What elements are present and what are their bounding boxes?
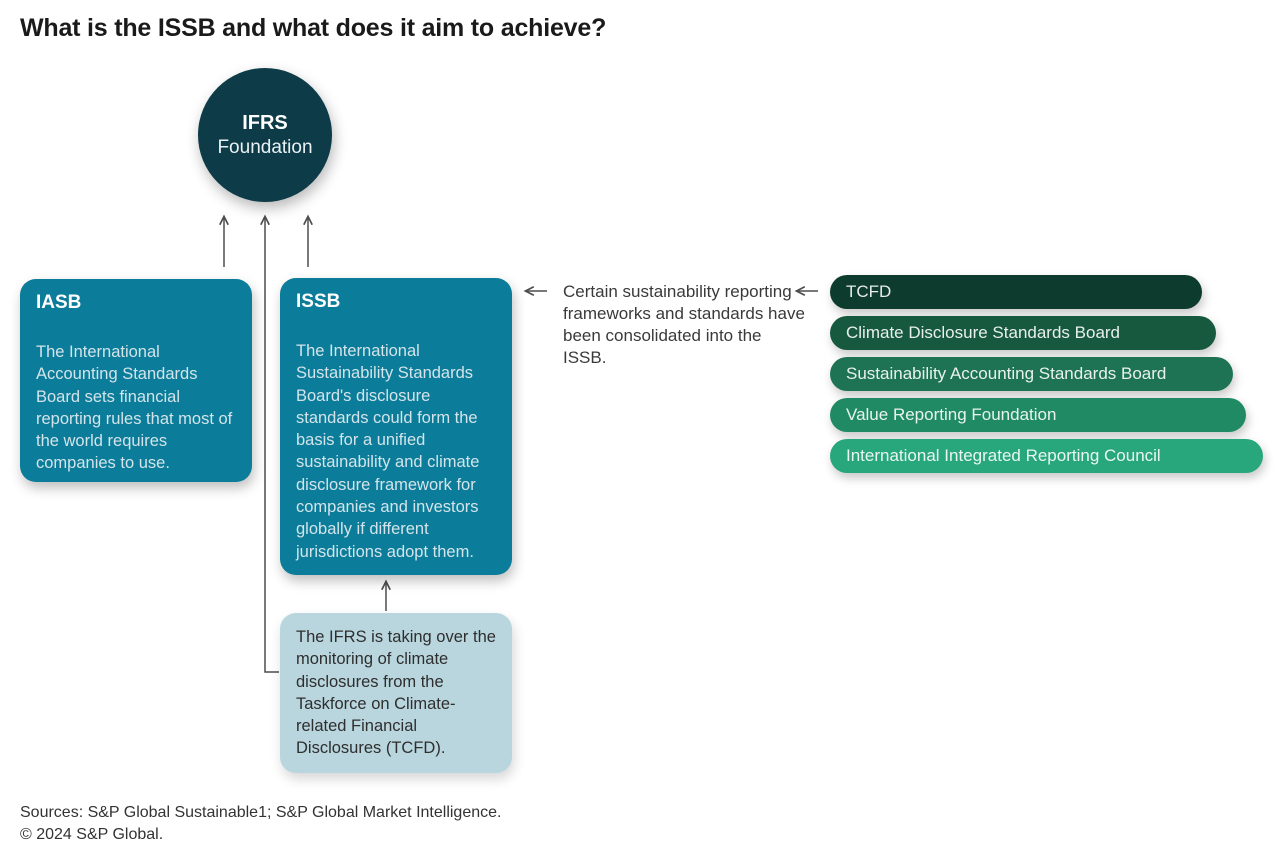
issb-box-title: ISSB: [296, 291, 341, 312]
ifrs-foundation-node: IFRS Foundation: [198, 68, 332, 202]
footer: Sources: S&P Global Sustainable1; S&P Gl…: [20, 802, 501, 845]
pill-international-integrated-reporting-council: International Integrated Reporting Counc…: [830, 439, 1263, 473]
iasb-box: IASB The International Accounting Standa…: [20, 279, 252, 482]
copyright-text: © 2024 S&P Global.: [20, 825, 164, 843]
pill-value-reporting-foundation: Value Reporting Foundation: [830, 398, 1246, 432]
annotation-text: Certain sustainability reporting framewo…: [563, 282, 805, 367]
pill-tcfd: TCFD: [830, 275, 1202, 309]
page-title: What is the ISSB and what does it aim to…: [20, 14, 607, 42]
issb-box-body: The International Sustainability Standar…: [296, 342, 480, 561]
iasb-box-title: IASB: [36, 292, 82, 313]
arrow-note-to-ifrs-icon: [260, 214, 279, 673]
issb-box: ISSB The International Sustainability St…: [280, 278, 512, 575]
foundation-label: Foundation: [217, 136, 313, 158]
ifrs-label: IFRS: [242, 111, 288, 134]
tcfd-note-box: The IFRS is taking over the monitoring o…: [280, 613, 512, 773]
pill-sustainability-accounting-standards-board: Sustainability Accounting Standards Boar…: [830, 357, 1233, 391]
tcfd-note-text: The IFRS is taking over the monitoring o…: [296, 628, 496, 758]
iasb-box-body: The International Accounting Standards B…: [36, 343, 233, 473]
sources-text: Sources: S&P Global Sustainable1; S&P Gl…: [20, 804, 502, 821]
pill-climate-disclosure-standards-board: Climate Disclosure Standards Board: [830, 316, 1216, 350]
